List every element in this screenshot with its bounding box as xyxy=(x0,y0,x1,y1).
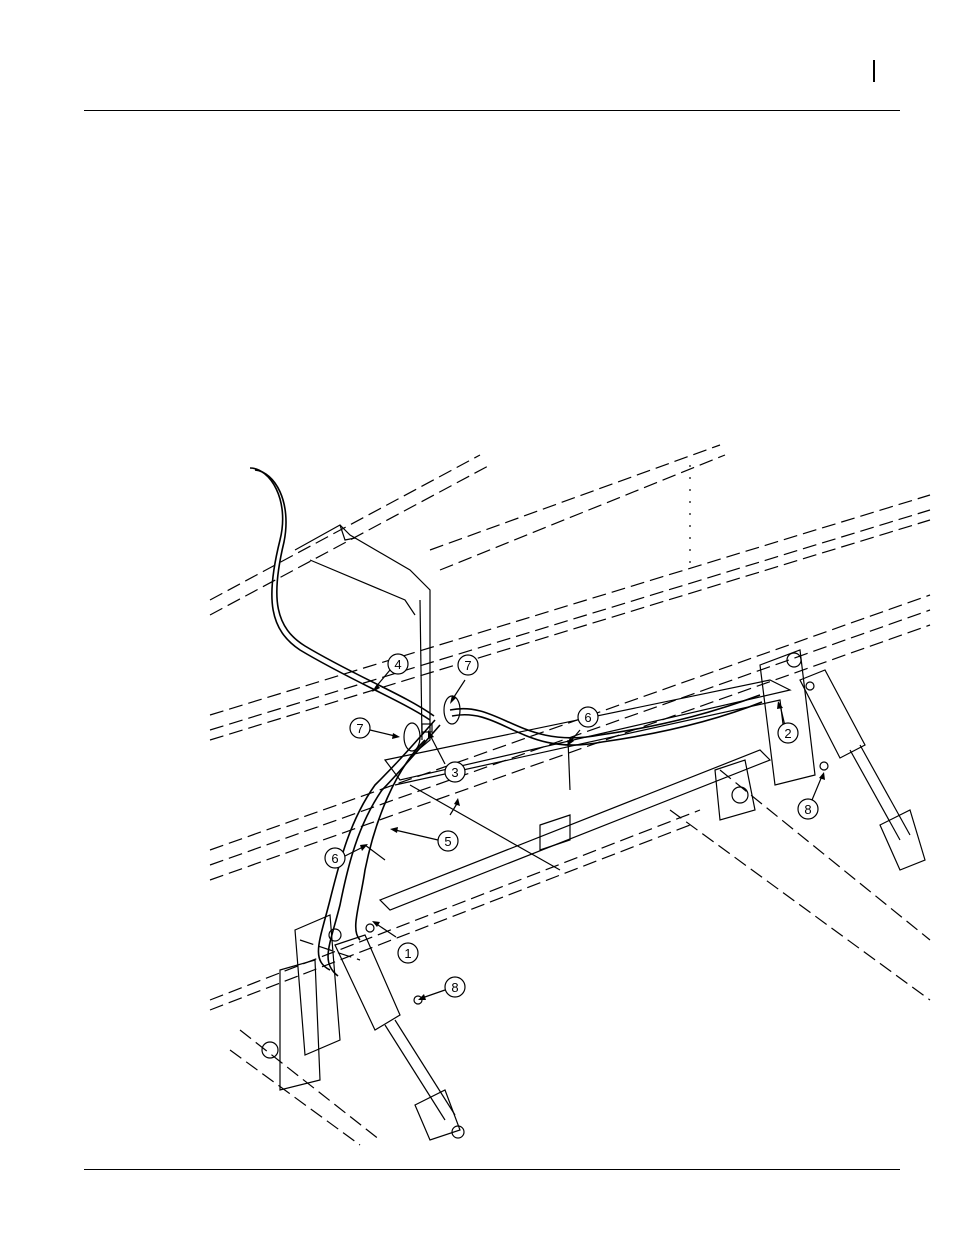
left-cylinder-assembly xyxy=(262,915,464,1140)
callout-3-label: 3 xyxy=(451,765,458,780)
callout-7-b: 7 xyxy=(450,655,478,704)
page-tab-marker xyxy=(873,60,875,82)
hydraulic-hose-routing-diagram: 1 2 3 4 5 xyxy=(200,440,940,1150)
callout-4: 4 xyxy=(372,654,408,692)
callout-2-label: 2 xyxy=(784,726,791,741)
callout-3: 3 xyxy=(428,730,465,782)
callout-8-a: 8 xyxy=(798,772,825,819)
callout-2: 2 xyxy=(777,701,798,743)
callout-5: 5 xyxy=(390,827,458,851)
header-rule xyxy=(84,110,900,111)
callout-7a-label: 7 xyxy=(356,721,363,736)
callout-6b-label: 6 xyxy=(331,851,338,866)
callout-4-label: 4 xyxy=(394,657,401,672)
callout-7-a: 7 xyxy=(350,718,400,739)
hydraulic-hoses xyxy=(250,468,762,976)
callout-8a-label: 8 xyxy=(804,802,811,817)
callout-5-label: 5 xyxy=(444,834,451,849)
callout-8-b: 8 xyxy=(418,977,465,1000)
callout-1-label: 1 xyxy=(404,946,411,961)
hopper-box xyxy=(295,465,690,750)
callout-6a-label: 6 xyxy=(584,710,591,725)
footer-rule xyxy=(84,1169,900,1170)
callout-6-a: 6 xyxy=(567,707,598,746)
callout-6-b: 6 xyxy=(325,844,368,868)
callout-1: 1 xyxy=(372,921,418,963)
callout-8b-label: 8 xyxy=(451,980,458,995)
right-cylinder-assembly xyxy=(715,650,925,870)
callout-7b-label: 7 xyxy=(464,658,471,673)
hose-clamps xyxy=(365,696,570,860)
